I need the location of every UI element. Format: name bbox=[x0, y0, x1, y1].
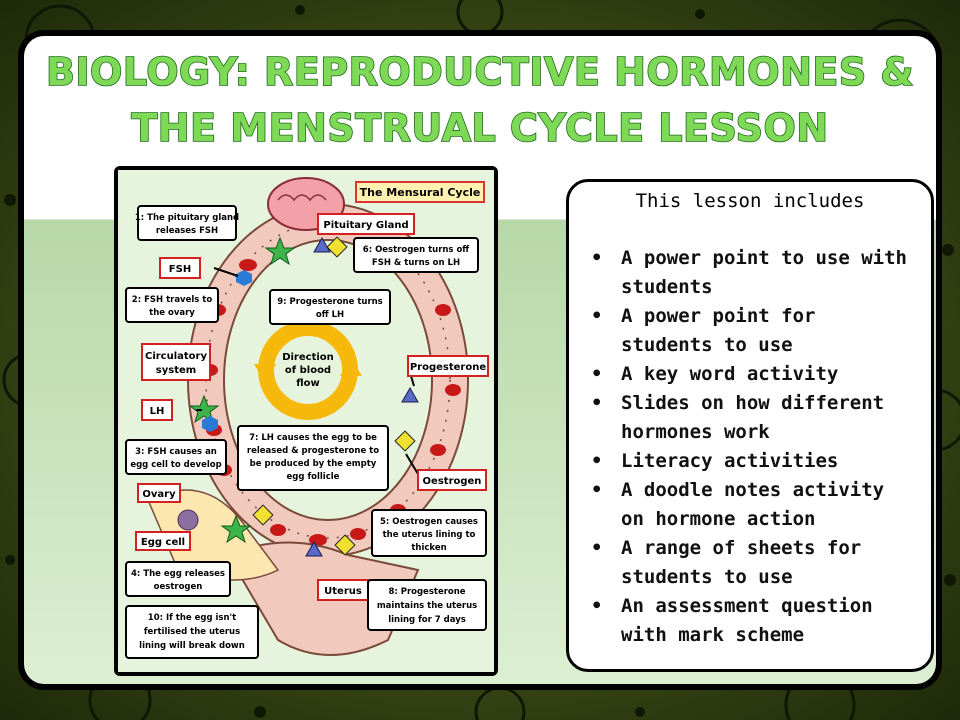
step-4-line-1: 4: The egg releases bbox=[131, 569, 225, 579]
step-3-line-2: egg cell to develop bbox=[130, 460, 221, 470]
label-fsh: FSH bbox=[169, 264, 191, 275]
step-5-line-1: 5: Oestrogen causes bbox=[380, 517, 478, 527]
label-lh: LH bbox=[150, 406, 165, 417]
slide-title: BIOLOGY: REPRODUCTIVE HORMONES & THE MEN… bbox=[24, 44, 936, 156]
label-oestrogen: Oestrogen bbox=[423, 476, 482, 487]
step-10-line-1: 10: If the egg isn't bbox=[148, 613, 236, 623]
label-uterus: Uterus bbox=[324, 586, 362, 597]
step-1-line-1: 1: The pituitary gland bbox=[135, 213, 239, 223]
centre-text-3: flow bbox=[296, 378, 320, 389]
step-5-line-2: the uterus lining to bbox=[383, 530, 476, 540]
centre-text-2: of blood bbox=[285, 365, 331, 376]
label-circulatory-1: Circulatory bbox=[145, 351, 208, 362]
step-10-line-3: lining will break down bbox=[139, 641, 245, 651]
menstrual-cycle-diagram: Direction of blood flow The Mensural Cyc… bbox=[114, 166, 498, 676]
step-3-line-1: 3: FSH causes an bbox=[135, 447, 217, 457]
lesson-includes-heading: This lesson includes bbox=[635, 190, 865, 212]
step-7-line-4: egg follicle bbox=[287, 472, 340, 482]
step-7-line-1: 7: LH causes the egg to be bbox=[249, 433, 377, 443]
step-8-line-1: 8: Progesterone bbox=[388, 587, 465, 597]
step-9-line-2: off LH bbox=[316, 310, 344, 320]
step-4-line-2: oestrogen bbox=[154, 582, 203, 592]
label-circulatory-2: system bbox=[156, 365, 196, 376]
title-line-1: BIOLOGY: REPRODUCTIVE HORMONES & bbox=[45, 49, 915, 95]
step-6-line-2: FSH & turns on LH bbox=[372, 258, 460, 268]
step-7-line-2: released & progesterone to bbox=[247, 446, 379, 456]
step-5-line-3: thicken bbox=[411, 543, 446, 553]
poster-heading: The Mensural Cycle bbox=[360, 186, 481, 199]
step-10-line-2: fertilised the uterus bbox=[144, 627, 240, 637]
lesson-includes-box: This lesson includes •A power point to u… bbox=[566, 179, 934, 672]
step-8-line-2: maintains the uterus bbox=[377, 601, 477, 611]
step-8-line-3: lining for 7 days bbox=[388, 615, 466, 625]
centre-text-1: Direction bbox=[282, 352, 334, 363]
step-9-line-1: 9: Progesterone turns bbox=[277, 297, 383, 307]
step-2-line-1: 2: FSH travels to bbox=[132, 295, 213, 305]
label-egg-cell: Egg cell bbox=[141, 537, 185, 548]
list-item: •Literacy activities bbox=[591, 450, 839, 472]
step-2-line-2: the ovary bbox=[149, 308, 195, 318]
label-pituitary: Pituitary Gland bbox=[323, 220, 408, 231]
label-progesterone: Progesterone bbox=[410, 362, 487, 373]
step-6-line-1: 6: Oestrogen turns off bbox=[363, 245, 469, 255]
label-ovary: Ovary bbox=[142, 489, 176, 500]
title-line-2: THE MENSTRUAL CYCLE LESSON bbox=[131, 105, 829, 151]
step-7-line-3: be produced by the empty bbox=[250, 459, 377, 469]
list-item: •A key word activity bbox=[591, 363, 839, 385]
step-1-line-2: releases FSH bbox=[156, 226, 218, 236]
